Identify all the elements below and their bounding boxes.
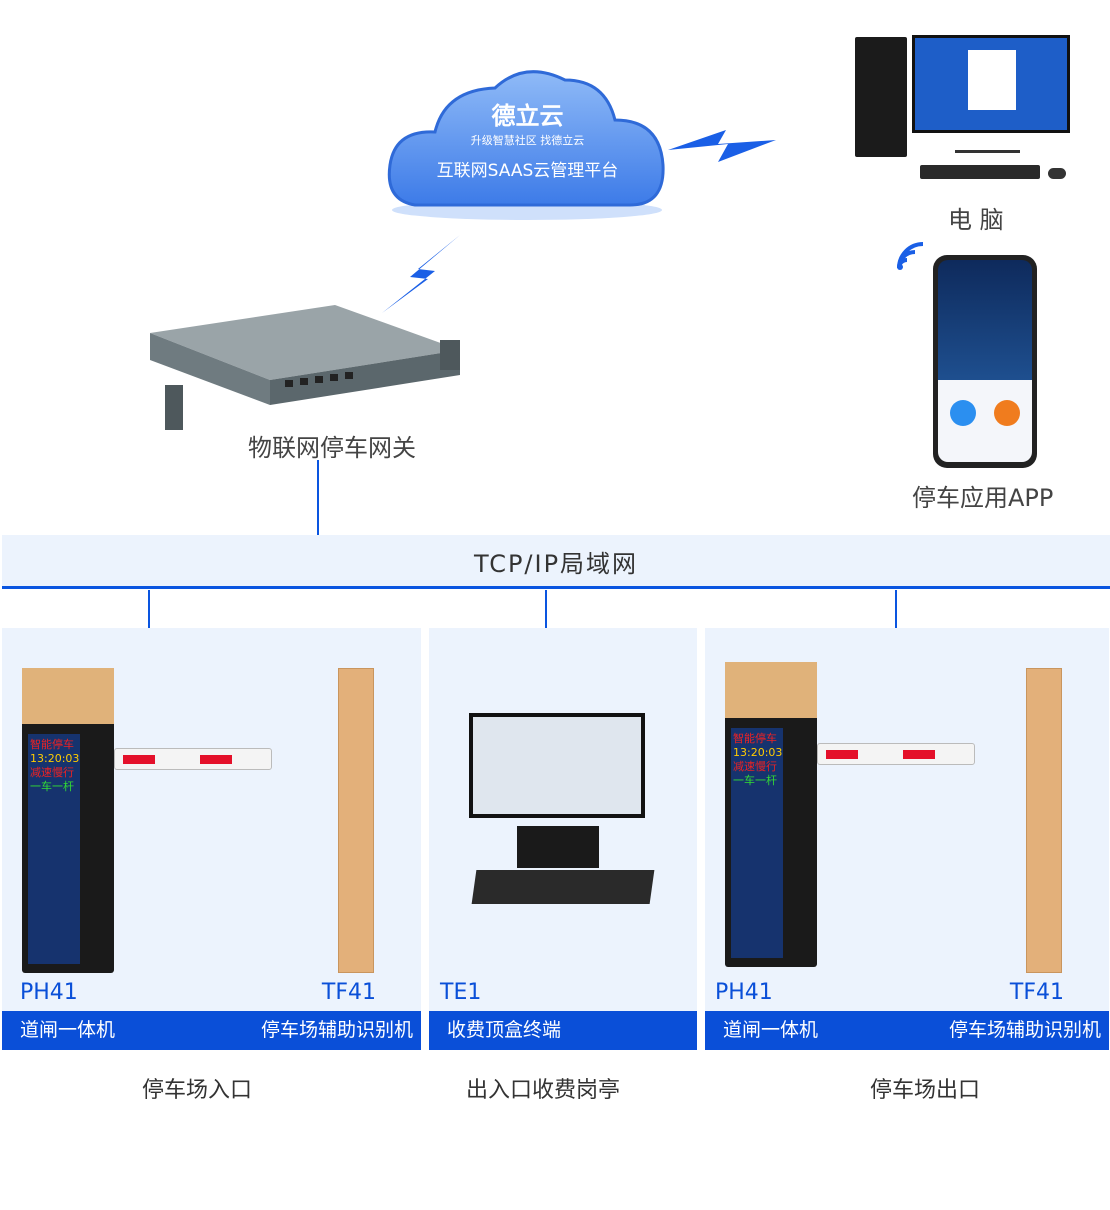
keyboard	[920, 165, 1040, 179]
recognition-post	[338, 668, 374, 973]
model-tf41: TF41	[1009, 980, 1064, 1005]
connector-line	[545, 590, 547, 628]
gateway-device	[150, 305, 465, 430]
connector-line	[148, 590, 150, 628]
cloud-slogan: 升级智慧社区 找德立云	[470, 134, 585, 147]
desc-left: 道闸一体机	[20, 1019, 116, 1041]
settop-terminal	[517, 826, 599, 868]
keyboard	[471, 870, 655, 904]
cloud-icon	[387, 70, 665, 220]
booth-monitor	[469, 713, 645, 818]
pc-tower	[855, 37, 907, 157]
cloud-brand: 德立云	[491, 102, 564, 130]
model-ph41: PH41	[20, 980, 78, 1005]
app-label: 停车应用APP	[912, 484, 1054, 512]
boom-arm	[114, 748, 272, 770]
caption-booth: 出入口收费岗亭	[466, 1078, 621, 1103]
desc-bar: 收费顶盒终端	[429, 1011, 697, 1050]
desc-bar: 道闸一体机 停车场辅助识别机	[2, 1011, 421, 1050]
gateway-label: 物联网停车网关	[248, 434, 416, 462]
desc-left: 道闸一体机	[723, 1019, 819, 1041]
lightning-icon	[668, 130, 776, 162]
model-ph41: PH41	[715, 980, 773, 1005]
desc-bar: 道闸一体机 停车场辅助识别机	[705, 1011, 1109, 1050]
computer-label: 电 脑	[948, 206, 1004, 234]
mouse	[1048, 168, 1066, 179]
wifi-icon	[897, 242, 924, 270]
monitor-screen	[912, 35, 1070, 133]
boom-arm	[817, 743, 975, 765]
phone-device	[933, 255, 1037, 468]
recognition-post	[1026, 668, 1062, 973]
desc-right: 停车场辅助识别机	[260, 1019, 413, 1041]
lightning-icon	[382, 235, 460, 313]
caption-exit: 停车场出口	[870, 1078, 981, 1103]
desc-left: 收费顶盒终端	[447, 1019, 562, 1041]
model-tf41: TF41	[321, 980, 376, 1005]
desc-right: 停车场辅助识别机	[948, 1019, 1101, 1041]
booth-panel: TE1 收费顶盒终端	[429, 628, 697, 1050]
lan-bar: TCP/IP局域网	[2, 535, 1110, 589]
cloud-platform-title: 互联网SAAS云管理平台	[436, 161, 619, 181]
connector-line	[317, 460, 319, 536]
model-te1: TE1	[440, 980, 482, 1005]
computer-device	[855, 35, 1070, 185]
caption-entrance: 停车场入口	[142, 1078, 253, 1103]
cloud-platform: 德立云 升级智慧社区 找德立云 互联网SAAS云管理平台	[385, 60, 670, 220]
connector-line	[895, 590, 897, 628]
gateway-icon	[150, 305, 460, 430]
